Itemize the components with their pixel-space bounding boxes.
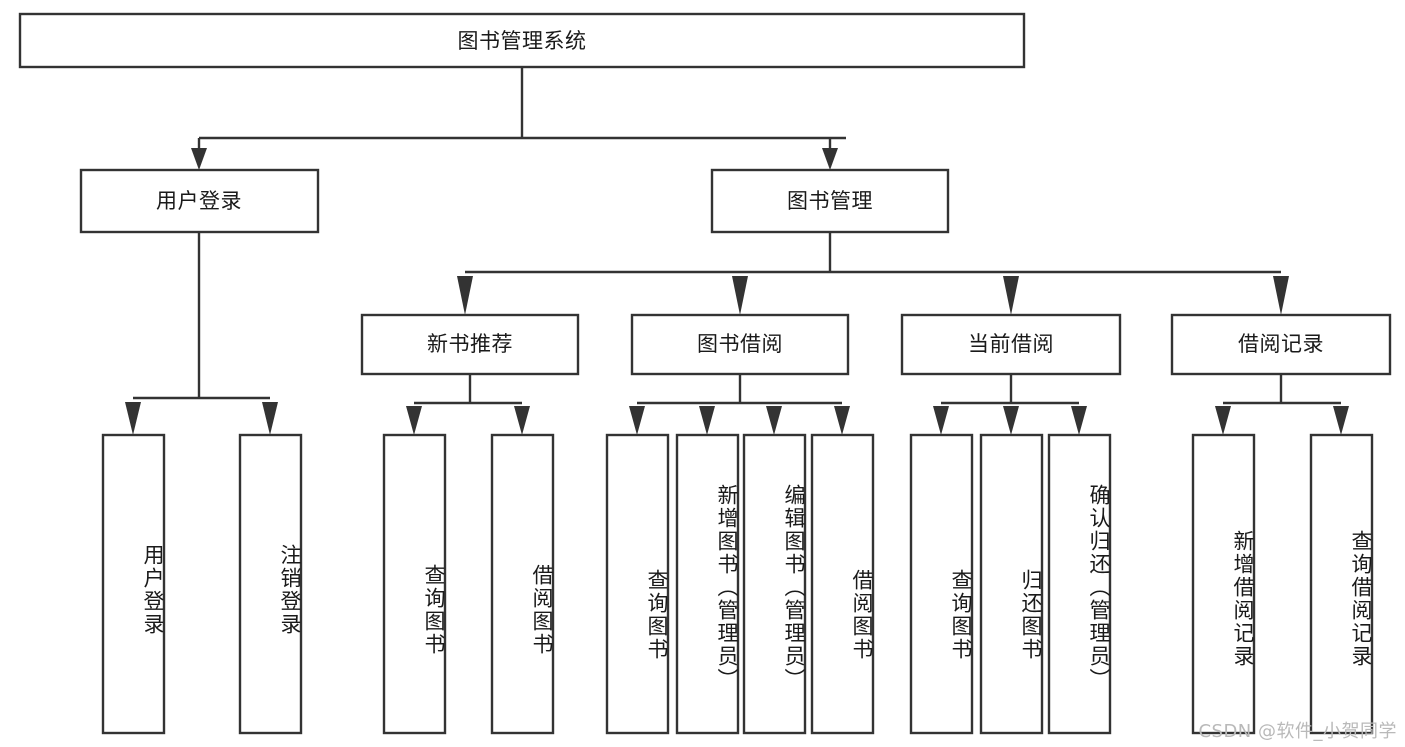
leaf-box-user-login-login[interactable] — [101, 433, 166, 735]
node-book-borrow[interactable]: 图书借阅 — [630, 313, 850, 376]
connector-newbook-to-leaves — [406, 374, 530, 435]
node-new-book-recommend-label: 新书推荐 — [427, 332, 513, 356]
leaf-box-currentborrow-return[interactable] — [979, 433, 1044, 735]
leaf-box-borrowrecord-query[interactable] — [1309, 433, 1374, 735]
node-book-management[interactable]: 图书管理 — [710, 168, 950, 234]
node-borrow-records[interactable]: 借阅记录 — [1170, 313, 1392, 376]
csdn-watermark: CSDN @软件_小贺同学 — [1198, 721, 1397, 742]
node-current-borrow-label: 当前借阅 — [968, 332, 1054, 356]
leaf-box-bookborrow-query[interactable] — [605, 433, 670, 735]
leaf-box-bookborrow-edit[interactable] — [742, 433, 807, 735]
node-user-login[interactable]: 用户登录 — [79, 168, 320, 234]
leaf-box-newbook-query[interactable] — [382, 433, 447, 735]
leaf-box-currentborrow-query[interactable] — [909, 433, 974, 735]
connector-currentborrow-to-leaves — [933, 374, 1087, 435]
connector-bookmgmt-to-level3 — [457, 232, 1289, 315]
connector-root-to-level2 — [191, 67, 846, 170]
node-root-book-management-system[interactable]: 图书管理系统 — [18, 12, 1026, 69]
leaf-box-newbook-borrow[interactable] — [490, 433, 555, 735]
leaf-box-currentborrow-confirm[interactable] — [1047, 433, 1112, 735]
connector-bookborrow-to-leaves — [629, 374, 850, 435]
node-book-borrow-label: 图书借阅 — [697, 332, 783, 356]
node-new-book-recommend[interactable]: 新书推荐 — [360, 313, 580, 376]
node-current-borrow[interactable]: 当前借阅 — [900, 313, 1122, 376]
connector-borrowrecord-to-leaves — [1215, 374, 1349, 435]
leaf-box-bookborrow-add[interactable] — [675, 433, 740, 735]
node-root-label: 图书管理系统 — [458, 29, 587, 53]
node-borrow-records-label: 借阅记录 — [1238, 332, 1324, 356]
leaf-box-bookborrow-borrow[interactable] — [810, 433, 875, 735]
leaf-box-user-login-logout[interactable] — [238, 433, 303, 735]
connector-userlogin-to-leaves — [125, 232, 278, 435]
node-user-login-label: 用户登录 — [156, 189, 242, 213]
node-book-management-label: 图书管理 — [787, 189, 873, 213]
leaf-box-borrowrecord-add[interactable] — [1191, 433, 1256, 735]
